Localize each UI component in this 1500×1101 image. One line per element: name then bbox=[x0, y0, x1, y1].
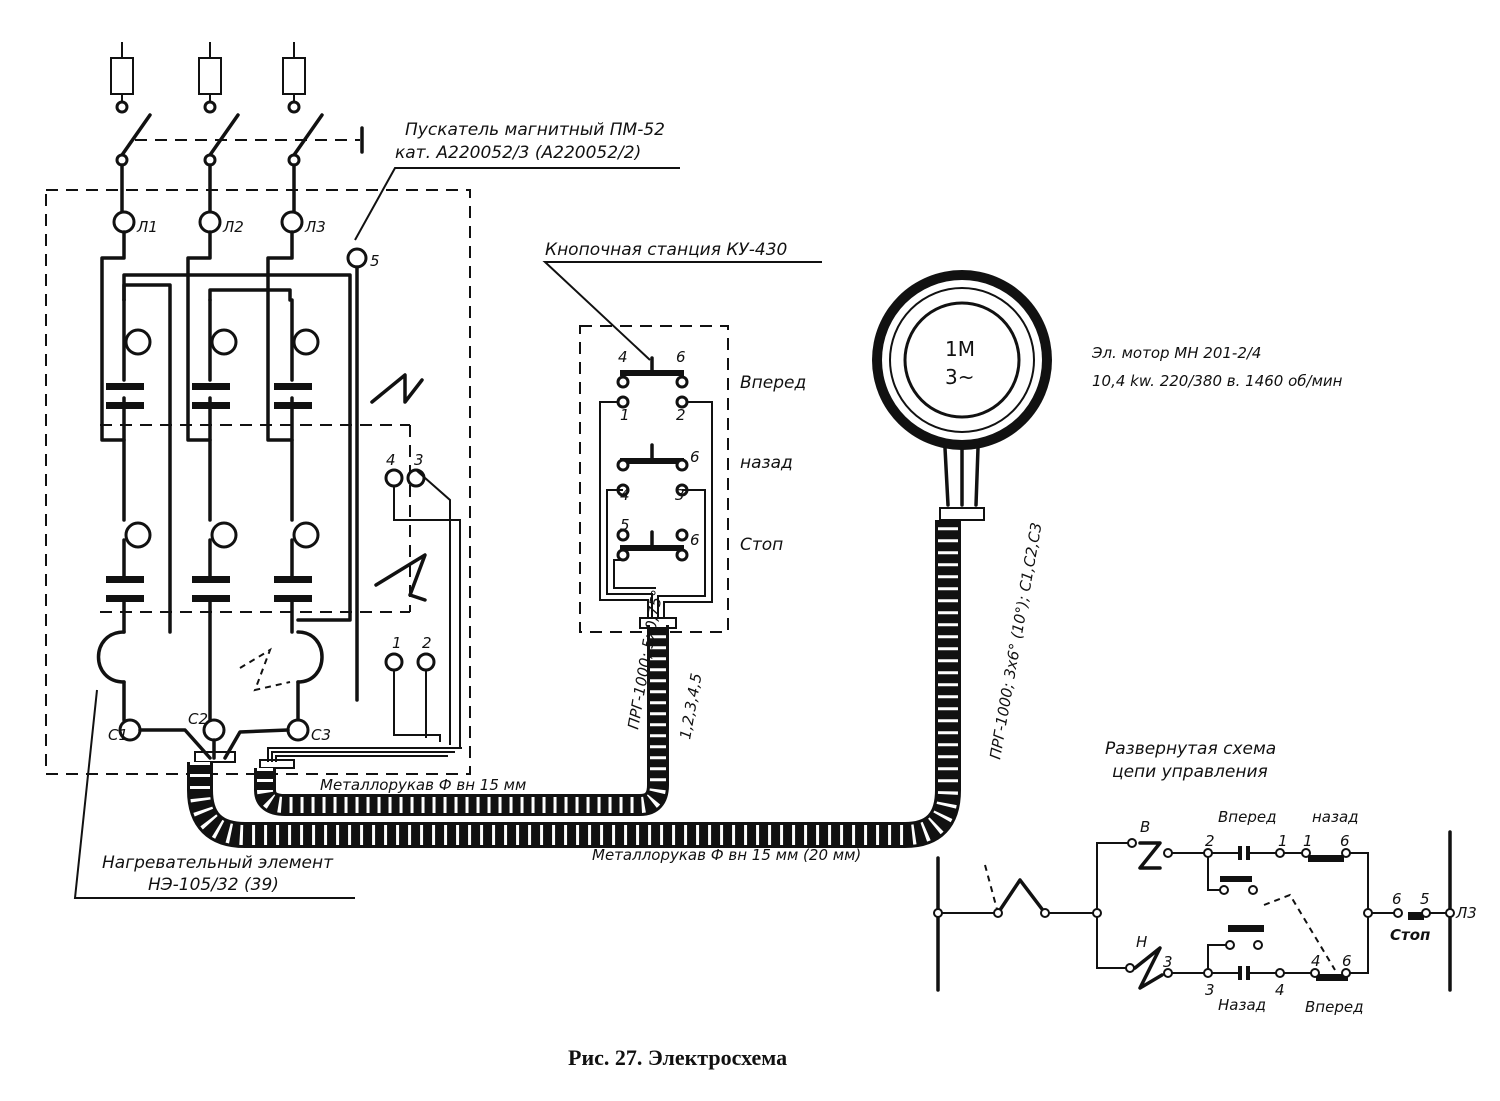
bs-num: 4 bbox=[620, 486, 630, 504]
terminal-l1-label: Л1 bbox=[136, 218, 158, 236]
conduit-main-label: Металлорукав Ф вн 15 мм (20 мм) bbox=[592, 846, 861, 864]
bs-num: 6 bbox=[690, 531, 700, 549]
button-stop-label: Стоп bbox=[740, 535, 783, 555]
ctrl-forward-top: Вперед bbox=[1218, 808, 1276, 826]
starter-leader bbox=[354, 167, 680, 241]
ctrl-stop: Стоп bbox=[1390, 926, 1430, 944]
fuse-2 bbox=[198, 42, 222, 114]
fuses bbox=[110, 42, 306, 114]
relay-terminal-3: 3 bbox=[414, 451, 424, 469]
ctrl-num: 1 bbox=[1278, 832, 1288, 850]
ctrl-num: 6 bbox=[1340, 832, 1350, 850]
relay-terminal-4: 4 bbox=[386, 451, 396, 469]
contactor-wiring bbox=[96, 230, 461, 748]
heater-leader bbox=[73, 689, 355, 899]
cable-motor-label: ПРГ-1000; 3х6° (10°); С1,С2,С3 bbox=[986, 521, 1045, 761]
bs-num: 4 bbox=[618, 348, 628, 366]
motor-phase: 3~ bbox=[945, 365, 974, 389]
motor-label-2: 10,4 kw. 220/380 в. 1460 об/мин bbox=[1092, 372, 1343, 390]
coil-h-label: Н bbox=[1136, 933, 1147, 951]
ctrl-num: 4 bbox=[1311, 952, 1321, 970]
relay-terminal-2: 2 bbox=[422, 634, 432, 652]
terminal-c3-label: С3 bbox=[311, 726, 331, 744]
control-circuit bbox=[933, 830, 1455, 992]
heater-label-2: НЭ-105/32 (39) bbox=[148, 875, 279, 895]
ctrl-num: 3 bbox=[1163, 953, 1173, 971]
coil-b-label: В bbox=[1140, 818, 1150, 836]
ctrl-l3: Л3 bbox=[1455, 904, 1477, 922]
relay-terminal-1: 1 bbox=[392, 634, 402, 652]
ctrl-num: 6 bbox=[1392, 890, 1402, 908]
ctrl-num: 6 bbox=[1342, 952, 1352, 970]
bs-num: 6 bbox=[676, 348, 686, 366]
ctrl-num: 4 bbox=[1275, 981, 1285, 999]
figure-caption: Рис. 27. Электросхема bbox=[568, 1045, 787, 1070]
motor bbox=[872, 270, 1052, 507]
fuse-1 bbox=[110, 42, 134, 114]
terminal-c2-label: С2 bbox=[188, 710, 208, 728]
bs-num: 6 bbox=[690, 448, 700, 466]
bs-num: 5 bbox=[620, 516, 630, 534]
fuse-3 bbox=[282, 42, 306, 114]
starter-enclosure bbox=[45, 189, 471, 775]
cable-buttons-wires: 1,2,3,4,5 bbox=[676, 672, 705, 741]
starter-label-1: Пускатель магнитный ПМ-52 bbox=[405, 120, 665, 140]
button-station bbox=[542, 261, 822, 633]
conduit-small-label: Металлорукав Ф вн 15 мм bbox=[320, 776, 526, 794]
bs-num: 3 bbox=[675, 486, 685, 504]
button-forward-label: Вперед bbox=[740, 373, 806, 393]
control-title-2: цепи управления bbox=[1112, 762, 1268, 782]
ctrl-num: 1 bbox=[1303, 832, 1313, 850]
heater-label-1: Нагревательный элемент bbox=[102, 853, 334, 873]
ctrl-back-bottom: Назад bbox=[1218, 996, 1266, 1014]
button-back-label: назад bbox=[740, 453, 793, 473]
starter-label-2: кат. А220052/3 (А220052/2) bbox=[395, 143, 641, 163]
terminal-c1-label: С1 bbox=[108, 726, 128, 744]
motor-label-1: Эл. мотор МН 201-2/4 bbox=[1091, 344, 1261, 362]
main-switch bbox=[115, 113, 364, 214]
terminal-5-label: 5 bbox=[370, 252, 380, 270]
ctrl-back-top: назад bbox=[1312, 808, 1359, 826]
control-title-1: Развернутая схема bbox=[1105, 739, 1276, 759]
ctrl-num: 2 bbox=[1205, 832, 1215, 850]
bs-num: 2 bbox=[676, 406, 686, 424]
ctrl-num: 5 bbox=[1420, 890, 1430, 908]
motor-terminals bbox=[118, 718, 462, 762]
ctrl-num: 3 bbox=[1205, 981, 1215, 999]
line-terminals: Л1 Л2 Л3 5 bbox=[112, 210, 380, 270]
bs-num: 1 bbox=[620, 406, 630, 424]
ctrl-forward-bottom: Вперед bbox=[1305, 998, 1363, 1016]
terminal-l2-label: Л2 bbox=[222, 218, 244, 236]
terminal-l3-label: Л3 bbox=[304, 218, 326, 236]
conduit-main bbox=[187, 507, 985, 848]
button-station-label: Кнопочная станция КУ-430 bbox=[545, 240, 787, 260]
motor-name: 1М bbox=[945, 337, 975, 361]
